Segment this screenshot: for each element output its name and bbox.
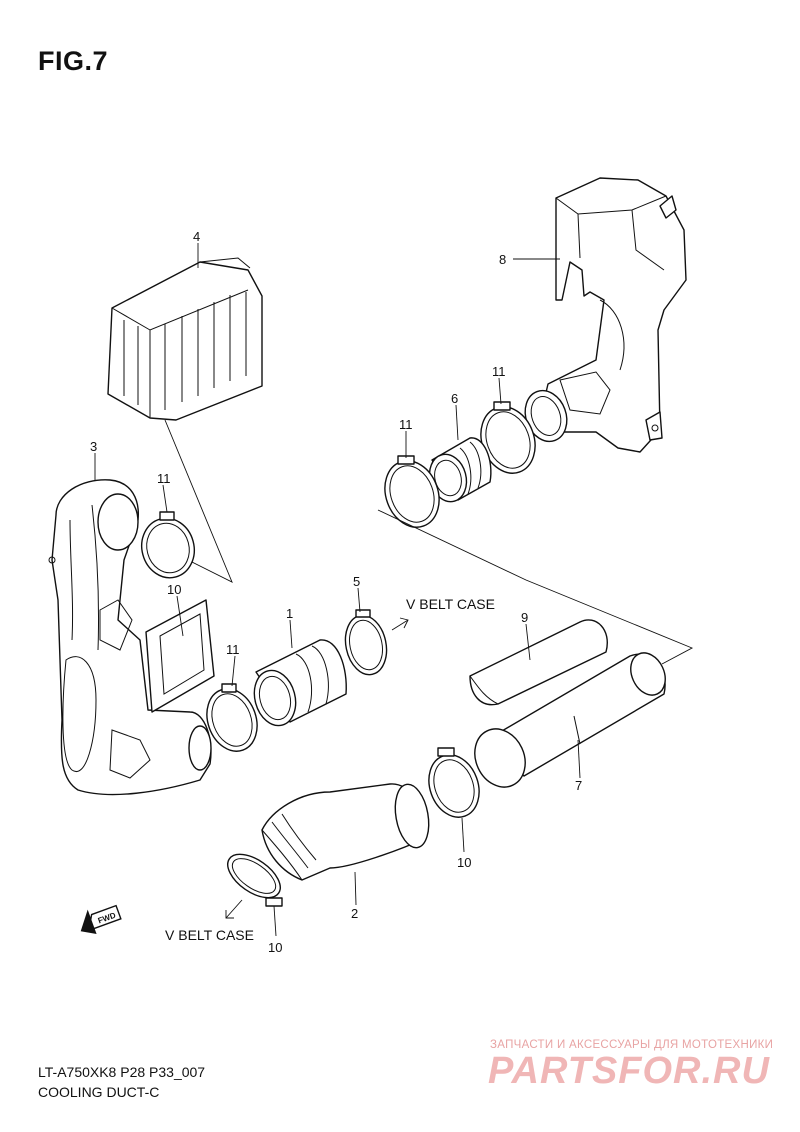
part-11-clamp-c[interactable]: [472, 399, 544, 481]
callout-3: 3: [90, 439, 97, 454]
leader-10a: [176, 595, 184, 637]
leader-6: [455, 404, 459, 441]
callout-11b: 11: [226, 642, 240, 657]
v-belt-case-lower-arrow: [225, 899, 243, 919]
callout-10c: 10: [268, 940, 282, 955]
leader-10c: [273, 905, 277, 937]
callout-11c: 11: [492, 364, 506, 379]
callout-8: 8: [499, 252, 506, 267]
part-1-coupling[interactable]: [248, 639, 347, 730]
callout-7: 7: [575, 778, 582, 793]
part-8-upper-duct[interactable]: [518, 177, 687, 453]
v-belt-case-upper-label: V BELT CASE: [406, 596, 495, 612]
leader-10b: [461, 817, 465, 853]
part-3-duct[interactable]: [48, 479, 212, 796]
fwd-arrow-icon: FWD: [80, 904, 122, 935]
watermark-tagline: ЗАПЧАСТИ И АКСЕССУАРЫ ДЛЯ МОТОТЕХНИКИ: [490, 1039, 774, 1051]
part-11-clamp-d[interactable]: [376, 453, 448, 535]
assembly-line-right: [377, 509, 694, 665]
leader-7: [577, 739, 581, 779]
part-7-tube[interactable]: [466, 647, 672, 795]
footer-code: LT-A750XK8 P28 P33_007: [38, 1064, 206, 1080]
leader-5: [357, 587, 361, 613]
part-10-gasket-plate[interactable]: [145, 599, 215, 713]
leader-2: [354, 871, 357, 906]
leader-11b: [231, 655, 236, 687]
watermark-brand: PARTSFOR.RU: [488, 1050, 770, 1092]
leader-9: [525, 623, 531, 661]
callout-4: 4: [193, 229, 200, 244]
part-10-clamp-bottom[interactable]: [220, 846, 288, 907]
v-belt-case-upper-arrow: [391, 617, 409, 631]
part-9-sleeve[interactable]: [469, 619, 608, 706]
callout-2: 2: [351, 906, 358, 921]
figure-title: FIG.7: [38, 46, 109, 76]
part-10-clamp-right[interactable]: [421, 747, 488, 825]
callout-9: 9: [521, 610, 528, 625]
leader-11c: [498, 377, 502, 405]
part-11-clamp-b[interactable]: [199, 682, 266, 759]
part-6-boot[interactable]: [424, 437, 492, 506]
callout-11a: 11: [157, 471, 171, 486]
part-4-filter-box[interactable]: [107, 257, 263, 421]
part-2-elbow-hose[interactable]: [261, 782, 433, 881]
callout-6: 6: [451, 391, 458, 406]
part-11-clamp-a[interactable]: [135, 511, 201, 584]
footer-name: COOLING DUCT-C: [38, 1084, 160, 1100]
leader-1: [289, 619, 293, 649]
part-5-seal[interactable]: [340, 609, 392, 679]
callout-1: 1: [286, 606, 293, 621]
callout-5: 5: [353, 574, 360, 589]
v-belt-case-lower-label: V BELT CASE: [165, 927, 254, 943]
leader-11a: [162, 484, 168, 513]
callout-10b: 10: [457, 855, 471, 870]
callout-11d: 11: [399, 417, 413, 432]
callout-10a: 10: [167, 582, 181, 597]
